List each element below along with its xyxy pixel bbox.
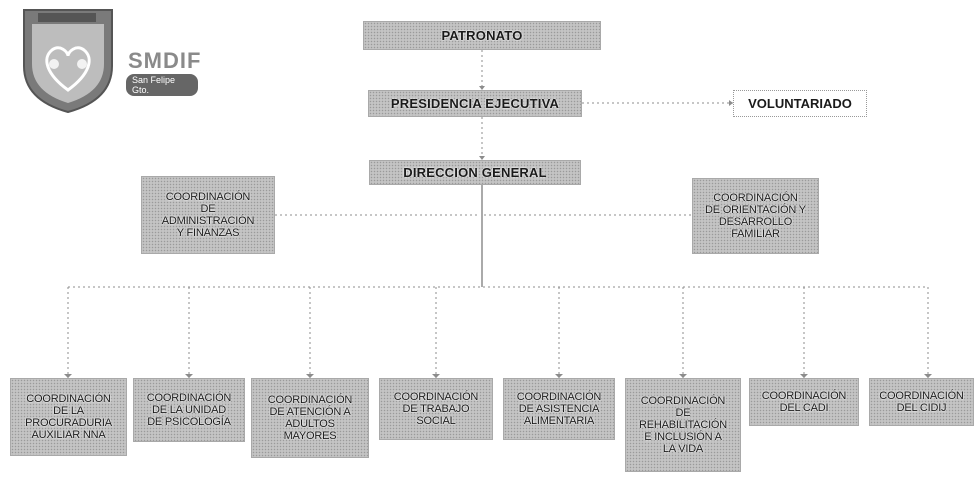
- presidencia-label: PRESIDENCIA EJECUTIVA: [390, 96, 560, 111]
- voluntariado-label: VOLUNTARIADO: [748, 96, 852, 111]
- voluntariado-box: VOLUNTARIADO: [733, 90, 867, 117]
- coordinacion-rehabilitacion-box: COORDINACIÓN DE REHABILITACIÓN E INCLUSI…: [625, 378, 741, 472]
- coordinacion-psicologia-label: COORDINACIÓN DE LA UNIDAD DE PSICOLOGÍA: [146, 392, 232, 428]
- coordinacion-rehabilitacion-label: COORDINACIÓN DE REHABILITACIÓN E INCLUSI…: [638, 395, 728, 455]
- coordinacion-asistencia-alimentaria-label: COORDINACIÓN DE ASISTENCIA ALIMENTARIA: [516, 391, 602, 427]
- coordinacion-cadi-label: COORDINACIÓN DEL CADI: [761, 390, 847, 414]
- coordinacion-psicologia-box: COORDINACIÓN DE LA UNIDAD DE PSICOLOGÍA: [133, 378, 245, 442]
- direccion-general-box: DIRECCION GENERAL: [369, 160, 581, 185]
- smdif-logo: SMDIF San Felipe Gto.: [18, 4, 202, 114]
- coordinacion-cidij-label: COORDINACIÓN DEL CIDIJ: [879, 390, 964, 414]
- coordinacion-administracion-box: COORDINACIÓN DE ADMINISTRACIÓN Y FINANZA…: [141, 176, 275, 254]
- patronato-box: PATRONATO: [363, 21, 601, 50]
- coordinacion-trabajo-social-box: COORDINACIÓN DE TRABAJO SOCIAL: [379, 378, 493, 440]
- logo-title: SMDIF: [128, 48, 202, 73]
- coordinacion-procuraduria-label: COORDINACIÓN DE LA PROCURADURIA AUXILIAR…: [25, 393, 112, 441]
- coordinacion-asistencia-alimentaria-box: COORDINACIÓN DE ASISTENCIA ALIMENTARIA: [503, 378, 615, 440]
- coordinacion-cidij-box: COORDINACIÓN DEL CIDIJ: [869, 378, 974, 426]
- logo-subtitle: San Felipe Gto.: [126, 74, 198, 96]
- coordinacion-adultos-mayores-label: COORDINACIÓN DE ATENCIÓN A ADULTOS MAYOR…: [267, 394, 353, 442]
- coordinacion-cadi-box: COORDINACIÓN DEL CADI: [749, 378, 859, 426]
- coordinacion-administracion-label: COORDINACIÓN DE ADMINISTRACIÓN Y FINANZA…: [161, 191, 255, 239]
- coordinacion-trabajo-social-label: COORDINACIÓN DE TRABAJO SOCIAL: [393, 391, 479, 427]
- presidencia-ejecutiva-box: PRESIDENCIA EJECUTIVA: [368, 90, 582, 117]
- patronato-label: PATRONATO: [441, 28, 523, 43]
- coordinacion-procuraduria-box: COORDINACIÓN DE LA PROCURADURIA AUXILIAR…: [10, 378, 127, 456]
- coordinacion-orientacion-box: COORDINACIÓN DE ORIENTACIÓN Y DESARROLLO…: [692, 178, 819, 254]
- coordinacion-orientacion-label: COORDINACIÓN DE ORIENTACIÓN Y DESARROLLO…: [705, 192, 806, 240]
- shield-heart-icon: [23, 9, 113, 114]
- direccion-label: DIRECCION GENERAL: [403, 165, 547, 180]
- coordinacion-adultos-mayores-box: COORDINACIÓN DE ATENCIÓN A ADULTOS MAYOR…: [251, 378, 369, 458]
